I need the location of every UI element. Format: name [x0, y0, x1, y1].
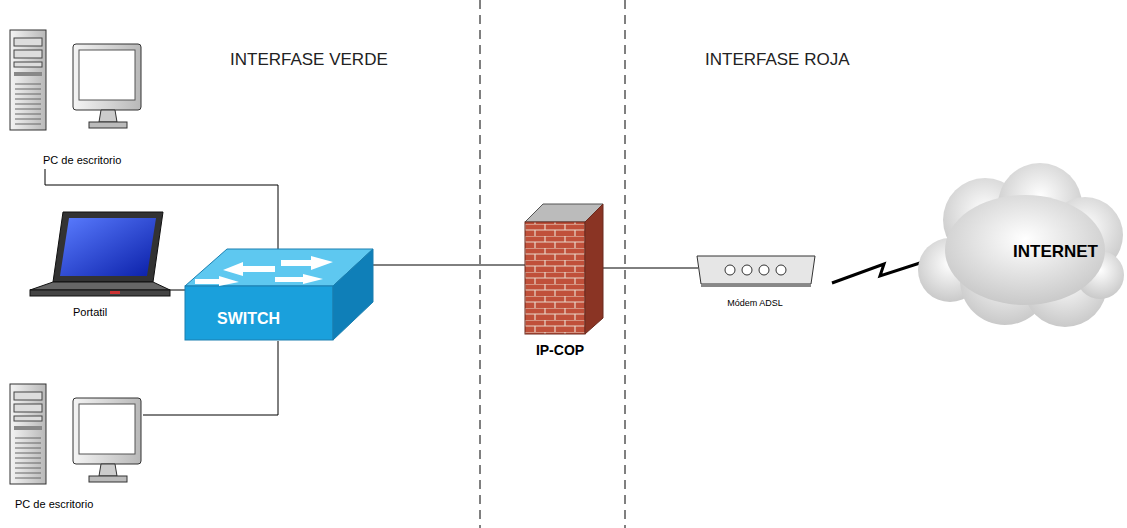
network-cable	[373, 265, 525, 266]
device-icon	[5, 382, 155, 512]
network-cable	[143, 341, 278, 415]
device-icon	[515, 200, 605, 358]
device-node: Módem ADSL	[690, 252, 820, 308]
zone-label: INTERFASE VERDE	[230, 50, 388, 70]
device-node: PC de escritorio	[5, 382, 155, 512]
device-label: Módem ADSL	[727, 298, 783, 308]
device-label: IP-COP	[536, 342, 584, 358]
device-label: INTERNET	[1013, 242, 1098, 262]
device-label: PC de escritorio	[43, 154, 121, 166]
device-node: INTERNET	[915, 160, 1124, 340]
zone-divider	[625, 0, 626, 528]
wireless-link	[832, 262, 923, 283]
device-label: Portatil	[73, 306, 107, 318]
device-node: IP-COP	[515, 200, 605, 358]
zone-label: INTERFASE ROJA	[705, 50, 850, 70]
device-node: PC de escritorio	[5, 28, 155, 168]
device-node: Portatil	[25, 210, 175, 318]
device-icon	[5, 28, 155, 168]
device-icon	[25, 210, 175, 318]
network-cable	[588, 268, 698, 269]
device-icon	[183, 246, 375, 342]
device-label: SWITCH	[217, 310, 280, 328]
device-node: SWITCH	[183, 246, 375, 342]
zone-divider	[480, 0, 481, 528]
device-label: PC de escritorio	[15, 498, 93, 510]
network-cable	[45, 169, 278, 286]
